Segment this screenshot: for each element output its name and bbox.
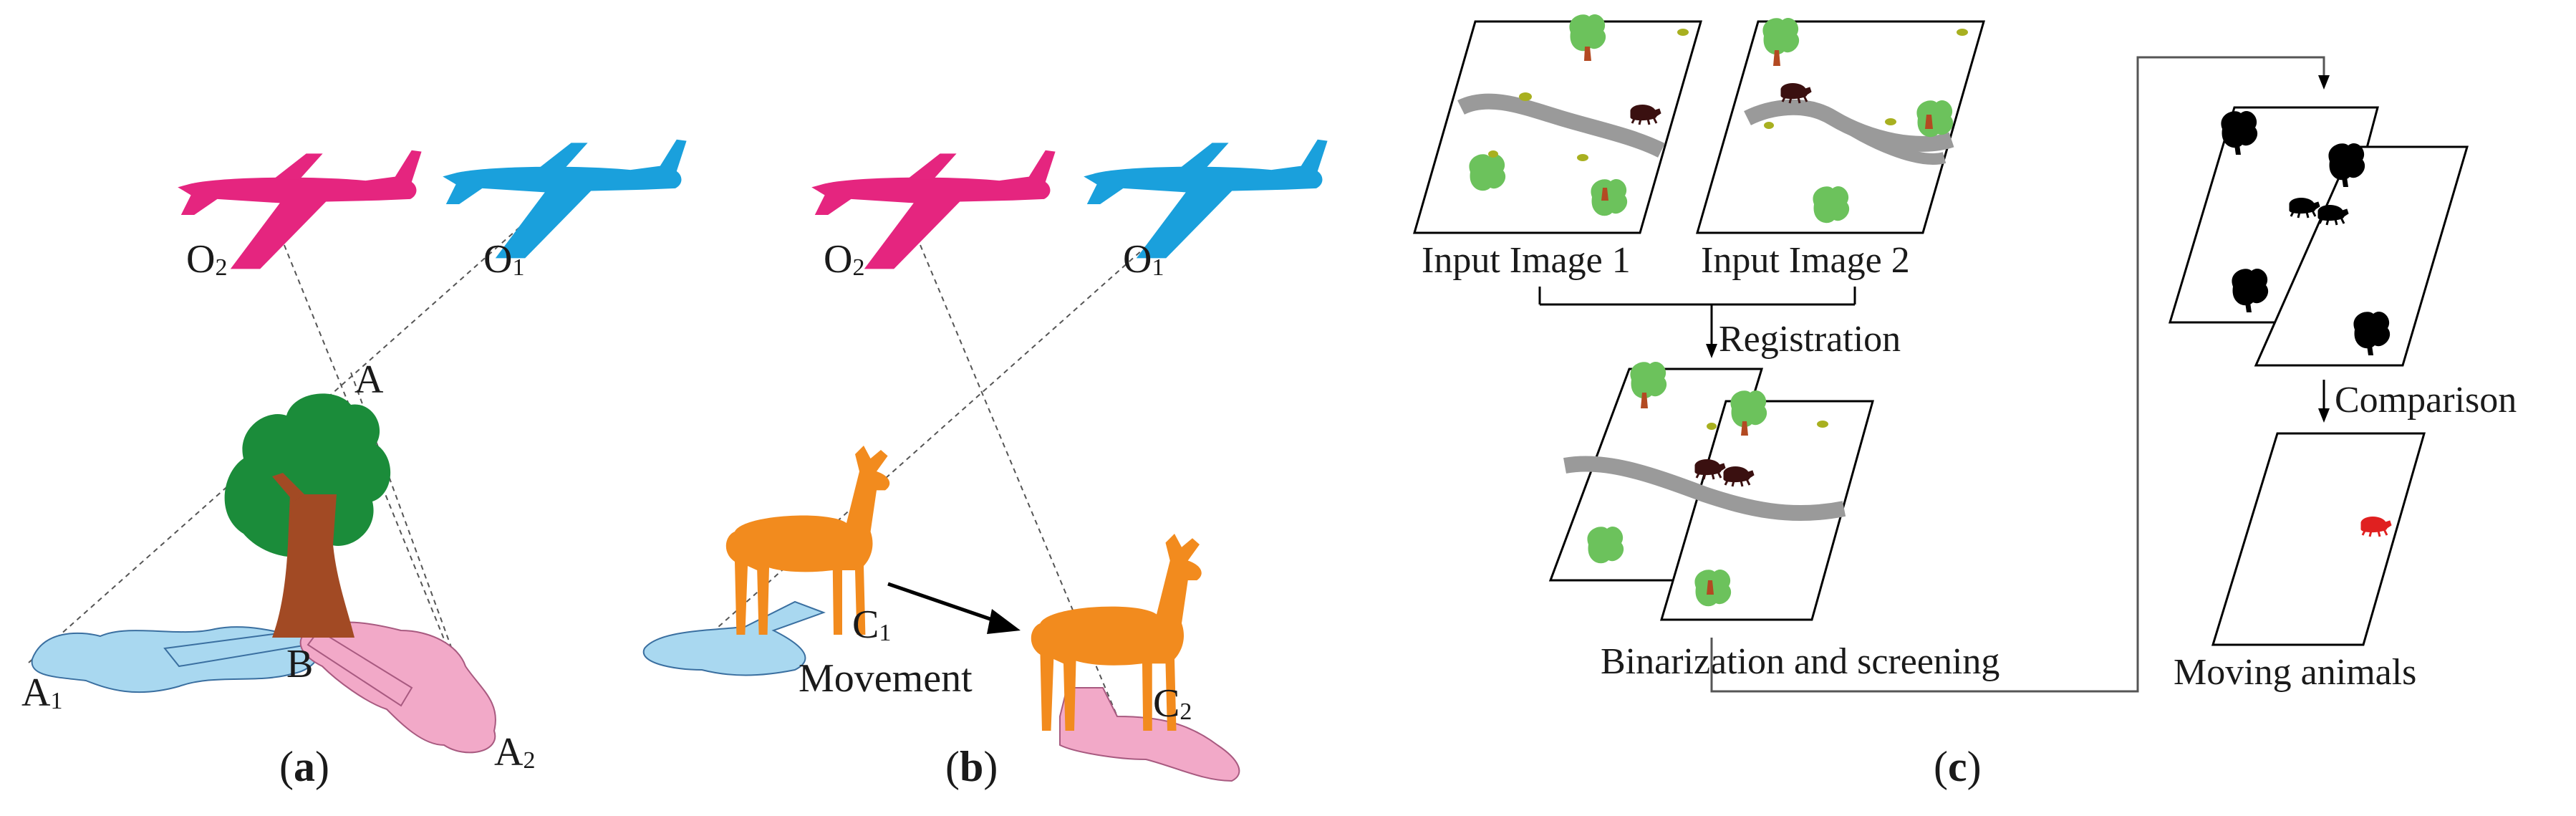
point-o1-a: O1	[483, 237, 524, 282]
point-a2: A2	[494, 730, 535, 774]
point-b: B	[286, 642, 313, 686]
tree-crown	[224, 393, 391, 557]
input-image-2	[1696, 17, 1985, 234]
registration-arrowhead	[1706, 344, 1717, 358]
registered-tree-1	[1630, 361, 1667, 399]
input-image-2-label: Input Image 2	[1701, 240, 1910, 281]
panel-c: Input Image 1 Input Image 2 Registration	[1413, 14, 2517, 790]
panel-a-label: (a)	[279, 743, 329, 790]
registration-label: Registration	[1719, 319, 1901, 360]
panel-b-label: (b)	[945, 743, 998, 790]
comparison-label: Comparison	[2335, 380, 2517, 421]
shadow-c1	[642, 600, 826, 676]
plane-o1-a	[443, 139, 687, 259]
point-c2: C2	[1153, 681, 1192, 726]
comparison-arrowhead	[2318, 408, 2330, 423]
point-o1-b: O1	[1123, 237, 1164, 282]
input-image-1-label: Input Image 1	[1422, 240, 1631, 281]
point-o2-a: O2	[186, 237, 227, 282]
point-a1: A1	[21, 671, 62, 715]
tree-branch	[272, 473, 304, 501]
binarization-label: Binarization and screening	[1601, 641, 1999, 682]
shadow-c2	[1059, 687, 1240, 782]
registered-tree-3	[1587, 526, 1624, 564]
movement-label: Movement	[799, 656, 973, 701]
tree-trunk	[272, 494, 354, 638]
moving-animals-image	[2211, 432, 2426, 646]
registration-connector	[1538, 287, 1856, 347]
shadow-a2-trunk	[307, 629, 413, 707]
registered-tree-2	[1730, 390, 1767, 428]
moving-animals-label: Moving animals	[2174, 652, 2416, 693]
movement-arrow	[887, 582, 1021, 634]
binary-arrowhead	[2318, 75, 2330, 90]
panel-c-label: (c)	[1934, 743, 1982, 790]
input-image-1	[1413, 14, 1702, 234]
binary-connector	[1710, 56, 2325, 693]
registered-road	[1563, 456, 1846, 522]
sight-lines-b	[698, 214, 1182, 717]
plane-o1-b	[1084, 139, 1328, 259]
point-o2-b: O2	[824, 237, 864, 282]
panel-b: O2 O1 C1 C2 Movement (b)	[642, 139, 1328, 790]
point-a: A	[354, 357, 384, 402]
panel-a: O2 O1 A B A1 A2 (a)	[21, 139, 687, 790]
binary-image-2	[2254, 143, 2469, 367]
point-c1: C1	[852, 603, 891, 647]
